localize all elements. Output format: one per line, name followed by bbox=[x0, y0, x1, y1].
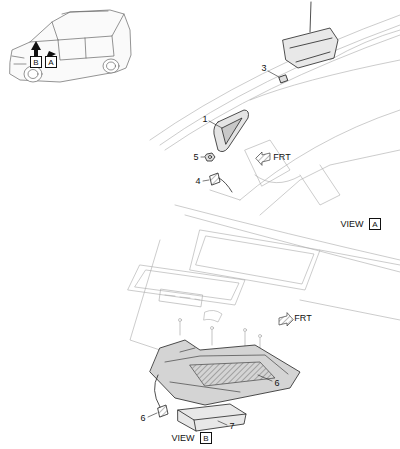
view-label: FRT bbox=[273, 152, 290, 162]
view-letter: B bbox=[33, 58, 38, 67]
module bbox=[178, 404, 246, 431]
view-label: VIEW bbox=[171, 433, 194, 443]
leader-lines bbox=[148, 71, 279, 425]
view-letter: B bbox=[203, 434, 208, 443]
callout-number: 5 bbox=[193, 152, 198, 162]
view-letter: A bbox=[48, 58, 53, 67]
view-letter: A bbox=[372, 220, 377, 229]
harness-connector bbox=[154, 375, 168, 417]
callout-number: 6 bbox=[274, 378, 279, 388]
callout-number: 6 bbox=[140, 413, 145, 423]
connector bbox=[210, 173, 232, 192]
view-letter-box: A bbox=[45, 56, 57, 68]
callout-number: 7 bbox=[229, 421, 234, 431]
callout-number: 3 bbox=[261, 63, 266, 73]
view-letter-box: B bbox=[200, 432, 212, 444]
view-label: FRT bbox=[294, 313, 311, 323]
windshield-dashboard bbox=[150, 15, 400, 215]
windshield-module bbox=[283, 2, 338, 68]
view-letter-box: A bbox=[369, 218, 381, 230]
callout-number: 4 bbox=[195, 176, 200, 186]
nut bbox=[205, 153, 215, 161]
shield bbox=[150, 340, 300, 405]
view-label: VIEW bbox=[340, 219, 363, 229]
view-letter-box: B bbox=[30, 56, 42, 68]
vehicle-outline bbox=[10, 10, 131, 82]
mirror bbox=[214, 110, 249, 152]
callout-number: 1 bbox=[202, 114, 207, 124]
clip bbox=[279, 75, 288, 83]
